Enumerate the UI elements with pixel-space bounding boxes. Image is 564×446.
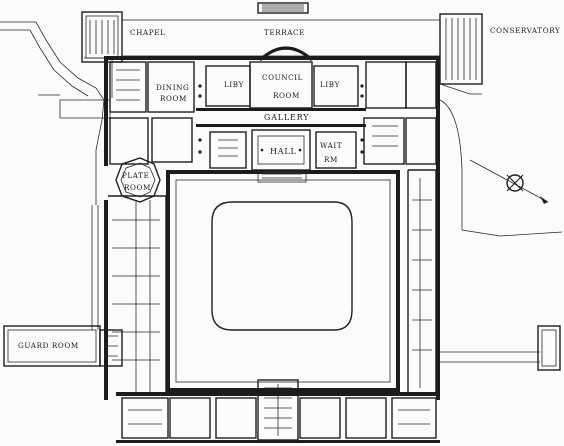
label-dining-line2: ROOM [160, 94, 187, 103]
label-hall: HALL [270, 147, 297, 156]
label-wait-line2: RM [324, 155, 338, 164]
label-guard-room: GUARD ROOM [18, 341, 79, 350]
terrace-steps [257, 2, 309, 14]
label-conservatory: CONSERVATORY [490, 26, 560, 35]
label-wait-line1: WAIT [320, 141, 342, 150]
label-library-right: LIBY [320, 80, 340, 89]
label-plate-line2: ROOM [124, 183, 151, 192]
label-council-line2: ROOM [273, 91, 300, 100]
label-terrace: TERRACE [264, 28, 305, 37]
north-range [104, 46, 440, 171]
compass-rose-icon [469, 159, 549, 204]
conservatory [439, 13, 483, 95]
label-gallery: GALLERY [264, 113, 309, 122]
guard-room-block [3, 325, 123, 367]
label-chapel: CHAPEL [130, 28, 165, 37]
label-dining-line1: DINING [156, 83, 189, 92]
label-library-left: LIBY [224, 80, 244, 89]
label-plate-line1: PLATE [122, 171, 149, 180]
east-wing [407, 99, 563, 400]
label-council-line1: COUNCIL [262, 73, 303, 82]
inner-court [166, 170, 400, 392]
